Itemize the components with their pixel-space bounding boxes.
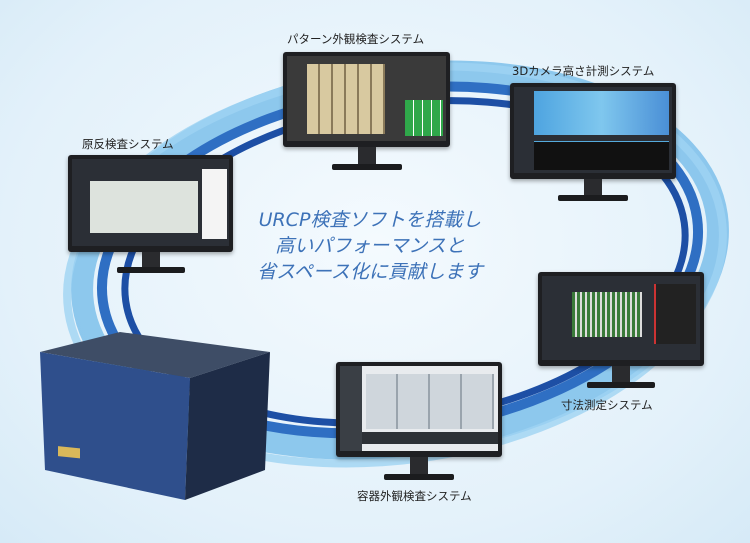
label-dimension: 寸法測定システム [561,398,653,412]
monitor-container [336,362,502,482]
monitor-web-inspection [68,155,233,275]
tagline-line-2: 高いパフォーマンスと [275,235,465,257]
label-container: 容器外観検査システム [357,489,472,503]
monitor-pattern-inspection [283,52,450,172]
label-3d-camera: 3Dカメラ高さ計測システム [512,64,655,78]
monitor-3d-camera [510,83,676,203]
controller-box [40,332,270,500]
label-web-inspection: 原反検査システム [82,137,174,151]
tagline: URCP検査ソフトを搭載し 高いパフォーマンスと 省スペース化に貢献します [245,207,495,285]
label-pattern-inspection: パターン外観検査システム [287,32,425,46]
tagline-line-3: 省スペース化に貢献します [257,261,483,283]
tagline-line-1: URCP検査ソフトを搭載し [258,209,482,231]
monitor-dimension [538,272,704,390]
